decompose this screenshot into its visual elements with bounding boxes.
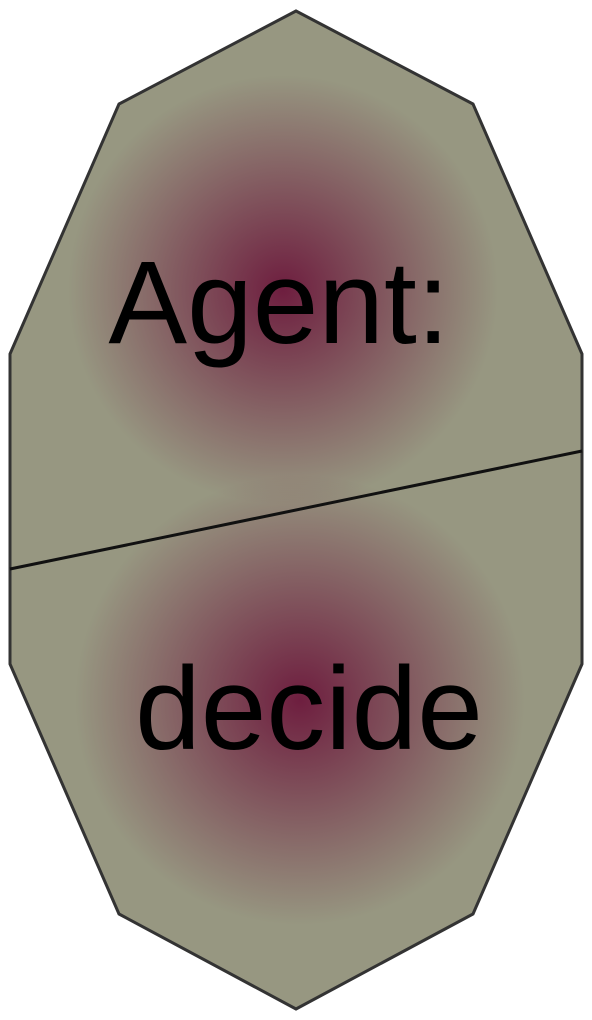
top-compartment-label: Agent:: [108, 237, 449, 369]
decagon-outline: [8, 9, 584, 1011]
compartment-divider: [9, 449, 583, 571]
bottom-compartment-label: decide: [135, 643, 483, 775]
